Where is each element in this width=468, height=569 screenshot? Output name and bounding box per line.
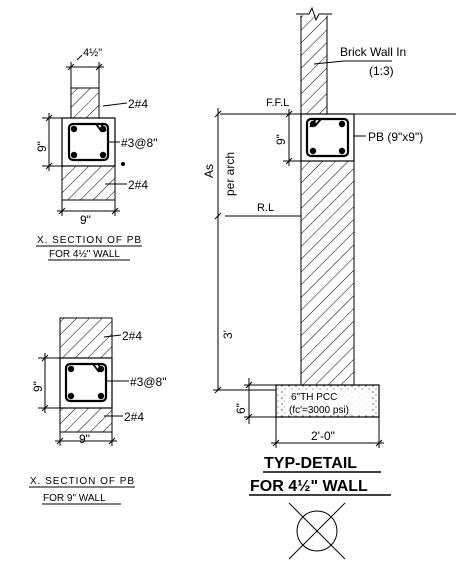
stirrup-label: #3@8" — [130, 375, 166, 389]
depth-dimension: 3' — [213, 222, 276, 394]
brick-wall-above — [59, 317, 113, 359]
rl-label: R.L — [257, 202, 274, 214]
caption-line-2: FOR 4½" WALL — [49, 249, 120, 260]
pcc-label-bg — [285, 390, 372, 414]
brick-label-line-1: Brick Wall In — [340, 45, 406, 59]
wall-width-dimension: 4½" — [66, 47, 104, 88]
pcc-height-label: 6" — [234, 403, 248, 414]
caption-line-1: X. SECTION OF PB — [30, 476, 134, 487]
height-label: 9" — [31, 381, 45, 392]
rebar — [309, 120, 317, 128]
rebar — [67, 392, 75, 400]
pb-height-dimension: 9" — [274, 109, 301, 166]
section-b: 2#4 #3@8" 2#4 9" 9" X. SECTION OF PB FOR… — [29, 317, 166, 505]
rebar — [70, 151, 78, 159]
width-label: 9" — [79, 432, 90, 446]
stirrup — [305, 117, 350, 158]
height-dimension: 9" — [35, 113, 62, 171]
rebar — [70, 125, 78, 133]
plinth-beam — [61, 117, 116, 167]
brick-wall-below — [59, 407, 113, 433]
footing-width-dimension: 2'-0" — [271, 417, 384, 448]
caption-line-1: X. SECTION OF PB — [37, 235, 141, 246]
footing-width-label: 2'-0" — [311, 429, 335, 443]
brick-wall-below — [61, 165, 116, 201]
rebar — [99, 151, 107, 159]
ffl-label: F.F.L — [266, 97, 289, 109]
title-line-2: FOR 4½" WALL — [250, 478, 368, 495]
rebar — [67, 365, 75, 373]
brick-wall-lower — [300, 160, 355, 386]
caption-line-2: FOR 9" WALL — [43, 493, 106, 504]
width-dimension: 9" — [55, 432, 117, 446]
break-line — [296, 6, 332, 22]
pb-height-label: 9" — [274, 134, 288, 145]
brick-label-line-2: (1:3) — [369, 64, 394, 78]
bar-bottom-label: 2#4 — [128, 178, 148, 192]
rebar — [97, 365, 105, 373]
brick-wall-above — [70, 87, 100, 119]
section-a: 4½" 2#4 #3@8" 2#4 9" — [35, 47, 157, 261]
bar-bottom-label: 2#4 — [124, 410, 144, 424]
bar-top-label: 2#4 — [122, 329, 142, 343]
as-per-arch-dimension: As per arch — [202, 108, 264, 222]
rebar — [97, 392, 105, 400]
wall-width-label: 4½" — [83, 47, 102, 59]
as-per-arch-line-2: per arch — [223, 152, 237, 196]
dot-mark — [121, 162, 125, 166]
rebar — [338, 147, 346, 155]
plinth-beam — [59, 357, 113, 409]
rebar — [309, 147, 317, 155]
pcc-label-line-2: (fc'=3000 psi) — [289, 405, 349, 416]
rebar — [99, 125, 107, 133]
pb-label: PB (9"x9") — [368, 130, 423, 144]
width-dimension: 9" — [57, 200, 120, 227]
typical-detail: Brick Wall In (1:3) F.F.L PB (9"x9") 9" … — [202, 6, 456, 560]
title-line-1: TYP-DETAIL — [264, 455, 357, 472]
pcc-label-line-1: 6"TH PCC — [291, 392, 337, 403]
depth-label: 3' — [221, 330, 235, 339]
rebar — [338, 120, 346, 128]
stirrup — [64, 362, 108, 403]
as-per-arch-line-1: As — [202, 164, 216, 178]
width-label: 9" — [80, 213, 91, 227]
plinth-beam — [300, 113, 355, 162]
height-dimension: 9" — [31, 353, 60, 413]
section-symbol-icon — [288, 502, 346, 560]
stirrup-label: #3@8" — [121, 136, 157, 150]
height-label: 9" — [35, 141, 49, 152]
pcc-height-dimension: 6" — [234, 378, 276, 424]
bar-top-label: 2#4 — [128, 97, 148, 111]
